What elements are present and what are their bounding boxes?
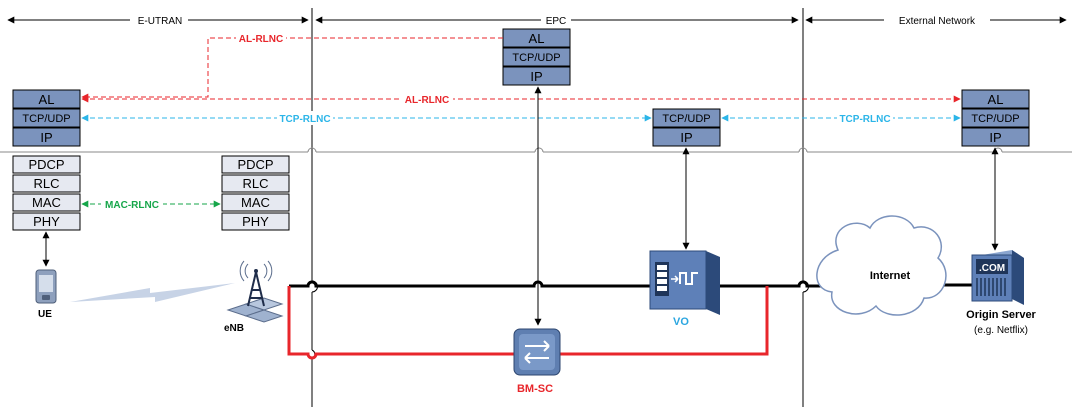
al-rlnc-top-label: AL-RLNC (239, 34, 283, 45)
origin-server-label: Origin Server (966, 309, 1036, 321)
epc-upper-stack: AL TCP/UDP IP (502, 28, 571, 86)
ue-rlc-layer: RLC (33, 176, 59, 191)
origin-server-icon: .COM (971, 250, 1024, 305)
bmsc-icon (513, 328, 561, 376)
backbone-paths (287, 280, 972, 360)
origin-ip-layer: IP (989, 130, 1001, 145)
vo-label: VO (673, 316, 689, 328)
ue-phy-layer: PHY (33, 214, 60, 229)
origin-server-sublabel: (e.g. Netflix) (974, 325, 1028, 336)
origin-al-layer: AL (988, 92, 1004, 107)
ue-upper-stack: AL TCP/UDP IP (12, 89, 81, 147)
epc-al-layer: AL (529, 31, 545, 46)
black-backbone-left (289, 280, 650, 288)
domain-header: E-UTRAN EPC External Network (7, 13, 1067, 27)
origin-tcpudp-layer: TCP/UDP (971, 113, 1019, 125)
tcp-rlnc-link-right: TCP-RLNC (721, 111, 961, 125)
wireless-link-icon (70, 283, 235, 302)
internet-label: Internet (870, 270, 911, 282)
enb-pdcp-layer: PDCP (237, 157, 273, 172)
enb-tower-icon (226, 260, 284, 323)
enb-lower-stack: PDCP RLC MAC PHY (221, 155, 290, 231)
epc-tcpudp-layer: TCP/UDP (512, 52, 560, 64)
red-path-left (287, 286, 516, 360)
origin-upper-stack: AL TCP/UDP IP (961, 89, 1030, 147)
ue-tcpudp-layer: TCP/UDP (22, 113, 70, 125)
tcp-rlnc-left-label: TCP-RLNC (279, 114, 330, 125)
enb-label: eNB (224, 323, 244, 334)
ue-ip-layer: IP (40, 130, 52, 145)
vo-ip-layer: IP (680, 130, 692, 145)
enb-phy-layer: PHY (242, 214, 269, 229)
ue-label: UE (38, 309, 52, 320)
enb-rlc-layer: RLC (242, 176, 268, 191)
com-icon-label: .COM (979, 263, 1005, 274)
enb-mac-layer: MAC (241, 195, 270, 210)
ue-mac-layer: MAC (32, 195, 61, 210)
ue-phone-icon (35, 269, 57, 304)
ue-al-layer: AL (39, 92, 55, 107)
tcp-rlnc-link-left: TCP-RLNC (81, 111, 652, 125)
black-backbone-right (720, 280, 826, 288)
tcp-rlnc-right-label: TCP-RLNC (839, 114, 890, 125)
domain-label-eutran: E-UTRAN (138, 16, 182, 27)
mac-rlnc-label: MAC-RLNC (105, 200, 159, 211)
vo-tcpudp-layer: TCP/UDP (662, 113, 710, 125)
al-rlnc-link: AL-RLNC (81, 92, 961, 106)
domain-label-epc: EPC (546, 16, 567, 27)
epc-ip-layer: IP (530, 69, 542, 84)
vertical-connectors (42, 86, 999, 326)
bmsc-label: BM-SC (517, 383, 553, 395)
vo-icon (649, 250, 720, 315)
red-path-right (560, 286, 769, 356)
ue-pdcp-layer: PDCP (28, 157, 64, 172)
al-rlnc-top-link: AL-RLNC (81, 31, 503, 101)
vo-upper-stack: TCP/UDP IP (652, 108, 721, 147)
domain-label-external-network: External Network (899, 16, 976, 27)
al-rlnc-label: AL-RLNC (405, 95, 449, 106)
ue-lower-stack: PDCP RLC MAC PHY (12, 155, 81, 231)
internet-cloud-icon (816, 215, 947, 316)
mac-rlnc-link: MAC-RLNC (81, 197, 221, 211)
